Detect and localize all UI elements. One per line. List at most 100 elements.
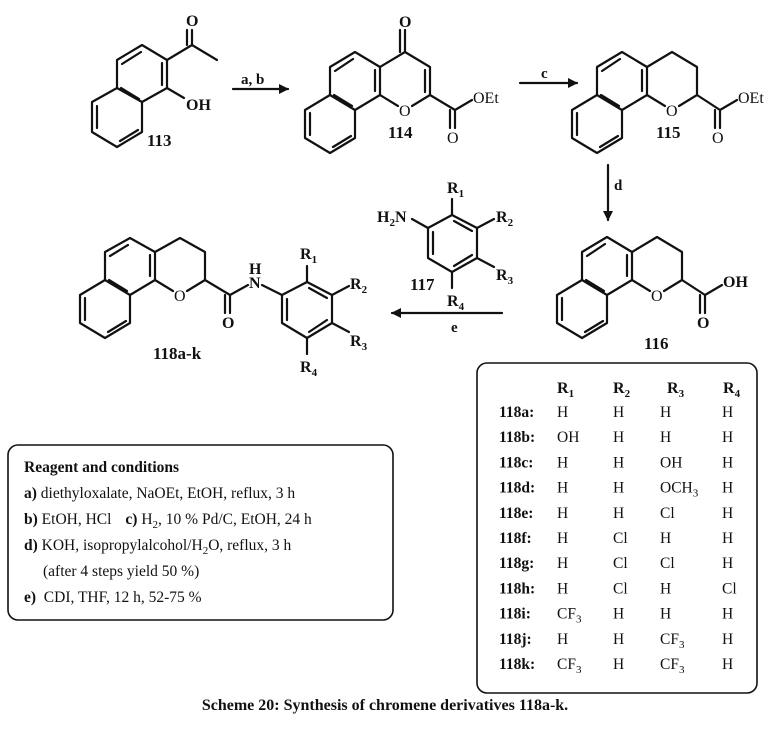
bond-pyran bbox=[630, 235, 684, 293]
table-cell-r1: H bbox=[557, 530, 568, 547]
table-row: 118j: H H CF3 H bbox=[499, 631, 733, 651]
scheme-caption: Scheme 20: Synthesis of chromene derivat… bbox=[202, 697, 568, 714]
table-cell-r4: H bbox=[722, 631, 733, 648]
atom-oet: OEt bbox=[738, 90, 764, 107]
atom-amine: H2N bbox=[377, 209, 407, 229]
bond-oh bbox=[165, 86, 186, 100]
compound-113: O OH 113 bbox=[90, 13, 219, 150]
table-cell-r4: H bbox=[722, 454, 733, 471]
table-header-r2: R2 bbox=[613, 380, 631, 400]
compound-id: 118j: bbox=[499, 631, 532, 648]
bond-double bbox=[95, 50, 164, 143]
substituent-r2: R2 bbox=[496, 209, 514, 229]
compound-label-114: 114 bbox=[388, 123, 413, 142]
table-cell-r4: Cl bbox=[722, 580, 737, 597]
table-cell-r4: H bbox=[722, 480, 733, 497]
bond-pyran bbox=[153, 236, 207, 293]
table-cell-r2: H bbox=[613, 480, 624, 497]
table-cell-r2: H bbox=[613, 656, 624, 673]
compound-id: 118b: bbox=[499, 429, 535, 446]
bond-pyranone bbox=[378, 50, 432, 108]
substituent-r1: R1 bbox=[447, 180, 464, 200]
bond-substituents bbox=[410, 197, 496, 290]
table-cell-r4: H bbox=[722, 505, 733, 522]
arrow-e-label: e bbox=[451, 320, 458, 336]
table-cell-r1: H bbox=[557, 631, 568, 648]
table-cell-r3: Cl bbox=[660, 555, 675, 572]
table-cell-r1: CF3 bbox=[557, 606, 582, 626]
bond-acetyl bbox=[165, 28, 219, 62]
compound-label-116: 116 bbox=[644, 334, 669, 353]
arrow-ab: a, b bbox=[231, 72, 290, 94]
table-cell-r3: OH bbox=[660, 454, 682, 471]
bond-ring bbox=[90, 86, 144, 149]
substituent-r4: R4 bbox=[447, 293, 465, 313]
compound-115: O O OEt 115 bbox=[570, 50, 764, 155]
compound-id: 118i: bbox=[499, 606, 531, 623]
atom-o-ring: O bbox=[651, 288, 663, 305]
atom-oet: OEt bbox=[473, 90, 499, 107]
bond-amide bbox=[203, 278, 284, 315]
atom-h: H bbox=[249, 261, 262, 278]
compound-label-113: 113 bbox=[147, 131, 172, 150]
bond-ring bbox=[115, 43, 169, 104]
atom-o-ring: O bbox=[666, 103, 678, 120]
substituent-r1: R1 bbox=[300, 246, 317, 266]
table-cell-r2: H bbox=[613, 505, 624, 522]
bond-ring bbox=[555, 278, 609, 340]
bond-double bbox=[398, 28, 427, 94]
reagent-line-d-yield: (after 4 steps yield 50 %) bbox=[43, 563, 199, 580]
compound-id: 118c: bbox=[499, 454, 533, 471]
bond-double bbox=[308, 57, 377, 149]
atom-o-acid: O bbox=[697, 315, 709, 332]
table-cell-r3: Cl bbox=[660, 505, 675, 522]
atom-oh: OH bbox=[186, 97, 211, 114]
reagents-frame bbox=[7, 444, 394, 621]
arrow-d: d bbox=[603, 163, 623, 222]
table-cell-r1: H bbox=[557, 505, 568, 522]
table-cell-r2: Cl bbox=[613, 530, 628, 547]
reagent-line-e: e) CDI, THF, 12 h, 52-75 % bbox=[24, 589, 202, 606]
bond-double bbox=[83, 243, 152, 334]
bond-double bbox=[560, 242, 629, 334]
bond-double bbox=[431, 219, 474, 268]
bond-ring bbox=[580, 235, 634, 297]
table-cell-r1: H bbox=[557, 480, 568, 497]
compound-id: 118g: bbox=[499, 555, 534, 572]
table-cell-r3: H bbox=[660, 429, 671, 446]
table-cell-r2: H bbox=[613, 606, 624, 623]
table-header-r4: R4 bbox=[723, 380, 741, 400]
table-frame bbox=[476, 362, 758, 694]
table-cell-r4: H bbox=[722, 555, 733, 572]
table-cell-r2: Cl bbox=[613, 580, 628, 597]
atom-oh: OH bbox=[723, 274, 748, 291]
atom-o-ester: O bbox=[447, 130, 459, 147]
compound-117: H2N R1 R2 R3 R4 117 bbox=[377, 180, 514, 313]
bond-substituents bbox=[305, 264, 351, 356]
compound-label-115: 115 bbox=[656, 123, 681, 142]
compound-id: 118f: bbox=[499, 530, 532, 547]
bond-ring bbox=[103, 236, 157, 297]
arrow-d-label: d bbox=[614, 178, 623, 194]
bond-aryl-ring bbox=[280, 280, 334, 340]
table-cell-r1: H bbox=[557, 404, 568, 421]
table-cell-r4: H bbox=[722, 530, 733, 547]
table-cell-r3: CF3 bbox=[660, 631, 685, 651]
table-cell-r3: H bbox=[660, 580, 671, 597]
atom-o-ring: O bbox=[399, 103, 411, 120]
compound-118: O O N H R1 R2 R3 R4 118a-k bbox=[78, 236, 368, 379]
substituent-r3: R3 bbox=[496, 267, 514, 287]
compound-116: O O OH 116 bbox=[555, 235, 748, 353]
bond-ring bbox=[303, 93, 357, 155]
atom-n: N bbox=[249, 275, 261, 292]
reagent-line-a: a) diethyloxalate, NaOEt, EtOH, reflux, … bbox=[24, 485, 295, 502]
table-cell-r2: H bbox=[613, 631, 624, 648]
table-cell-r2: H bbox=[613, 454, 624, 471]
